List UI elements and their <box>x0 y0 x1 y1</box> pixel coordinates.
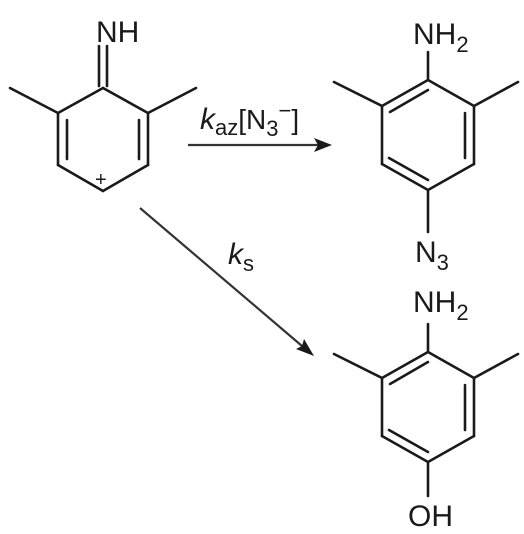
azide-product-bond-4 <box>380 162 430 192</box>
azide-product-methyl-right <box>472 80 520 108</box>
solvent-rate-subscript: s <box>243 251 254 276</box>
azide-product-bond-1 <box>426 78 476 108</box>
reactant-bond-c1-c2 <box>101 86 150 115</box>
azide-product-bond-6 <box>380 78 430 108</box>
solvent-arrow-head <box>296 339 314 356</box>
azide-arrow-head <box>314 138 332 152</box>
azide-product-azide-text: N <box>415 236 437 269</box>
phenol-product-bond-6 <box>380 350 430 380</box>
phenol-product-amine-label: NH2 <box>413 286 469 325</box>
azide-reagent-superscript: − <box>279 98 292 123</box>
azide-rate-subscript: az <box>215 115 238 140</box>
phenol-product-bond-4 <box>380 434 430 464</box>
azide-product-amine-sub: 2 <box>456 32 468 57</box>
solvent-reaction-arrow: ks <box>139 207 314 356</box>
phenol-product-bond-6-inner <box>388 360 430 386</box>
phenol-product-bond-3 <box>426 434 476 464</box>
azide-reaction-arrow: kaz[N3−] <box>188 98 332 152</box>
reactant-iminium-cation: NH + <box>8 16 198 193</box>
azide-product-amine-label: NH2 <box>413 18 469 57</box>
phenol-product-amine-sub: 2 <box>456 300 468 325</box>
azide-rate-constant: k <box>200 103 217 136</box>
solvent-arrow-shaft <box>139 207 303 347</box>
azide-rate-label: kaz[N3−] <box>200 98 299 141</box>
reactant-bond-c4-c5 <box>56 163 105 193</box>
azide-product-azide-label: N3 <box>415 236 449 275</box>
product-phenol: NH2 OH <box>332 286 520 533</box>
phenol-product-amine-text: NH <box>413 286 456 319</box>
azide-product-bond-6-inner <box>388 88 430 114</box>
azide-reagent-open: [N <box>238 104 266 135</box>
phenol-product-hydroxyl-label: OH <box>408 500 453 533</box>
azide-product-azide-sub: 3 <box>437 250 449 275</box>
reactant-bond-c3-c4 <box>101 163 150 193</box>
azide-product-bond-3 <box>426 162 476 192</box>
solvent-rate-label: ks <box>228 238 254 276</box>
phenol-product-methyl-right <box>472 352 520 380</box>
product-azide: NH2 N3 <box>332 18 520 275</box>
azide-reagent-subscript: 3 <box>266 116 278 141</box>
solvent-rate-constant: k <box>228 238 245 271</box>
reactant-methyl-right <box>146 86 198 115</box>
reactant-charge: + <box>95 169 107 191</box>
azide-product-bond-4-inner <box>387 156 430 182</box>
reactant-methyl-left <box>8 86 60 115</box>
reactant-imine-label: NH <box>96 16 139 49</box>
phenol-product-bond-4-inner <box>387 428 430 454</box>
azide-reagent-close: ] <box>291 104 299 135</box>
azide-product-amine-text: NH <box>413 18 456 51</box>
reactant-bond-c6-c1 <box>56 86 105 115</box>
azide-product-methyl-left <box>332 80 384 108</box>
phenol-product-bond-1 <box>426 350 476 380</box>
phenol-product-methyl-left <box>332 352 384 380</box>
